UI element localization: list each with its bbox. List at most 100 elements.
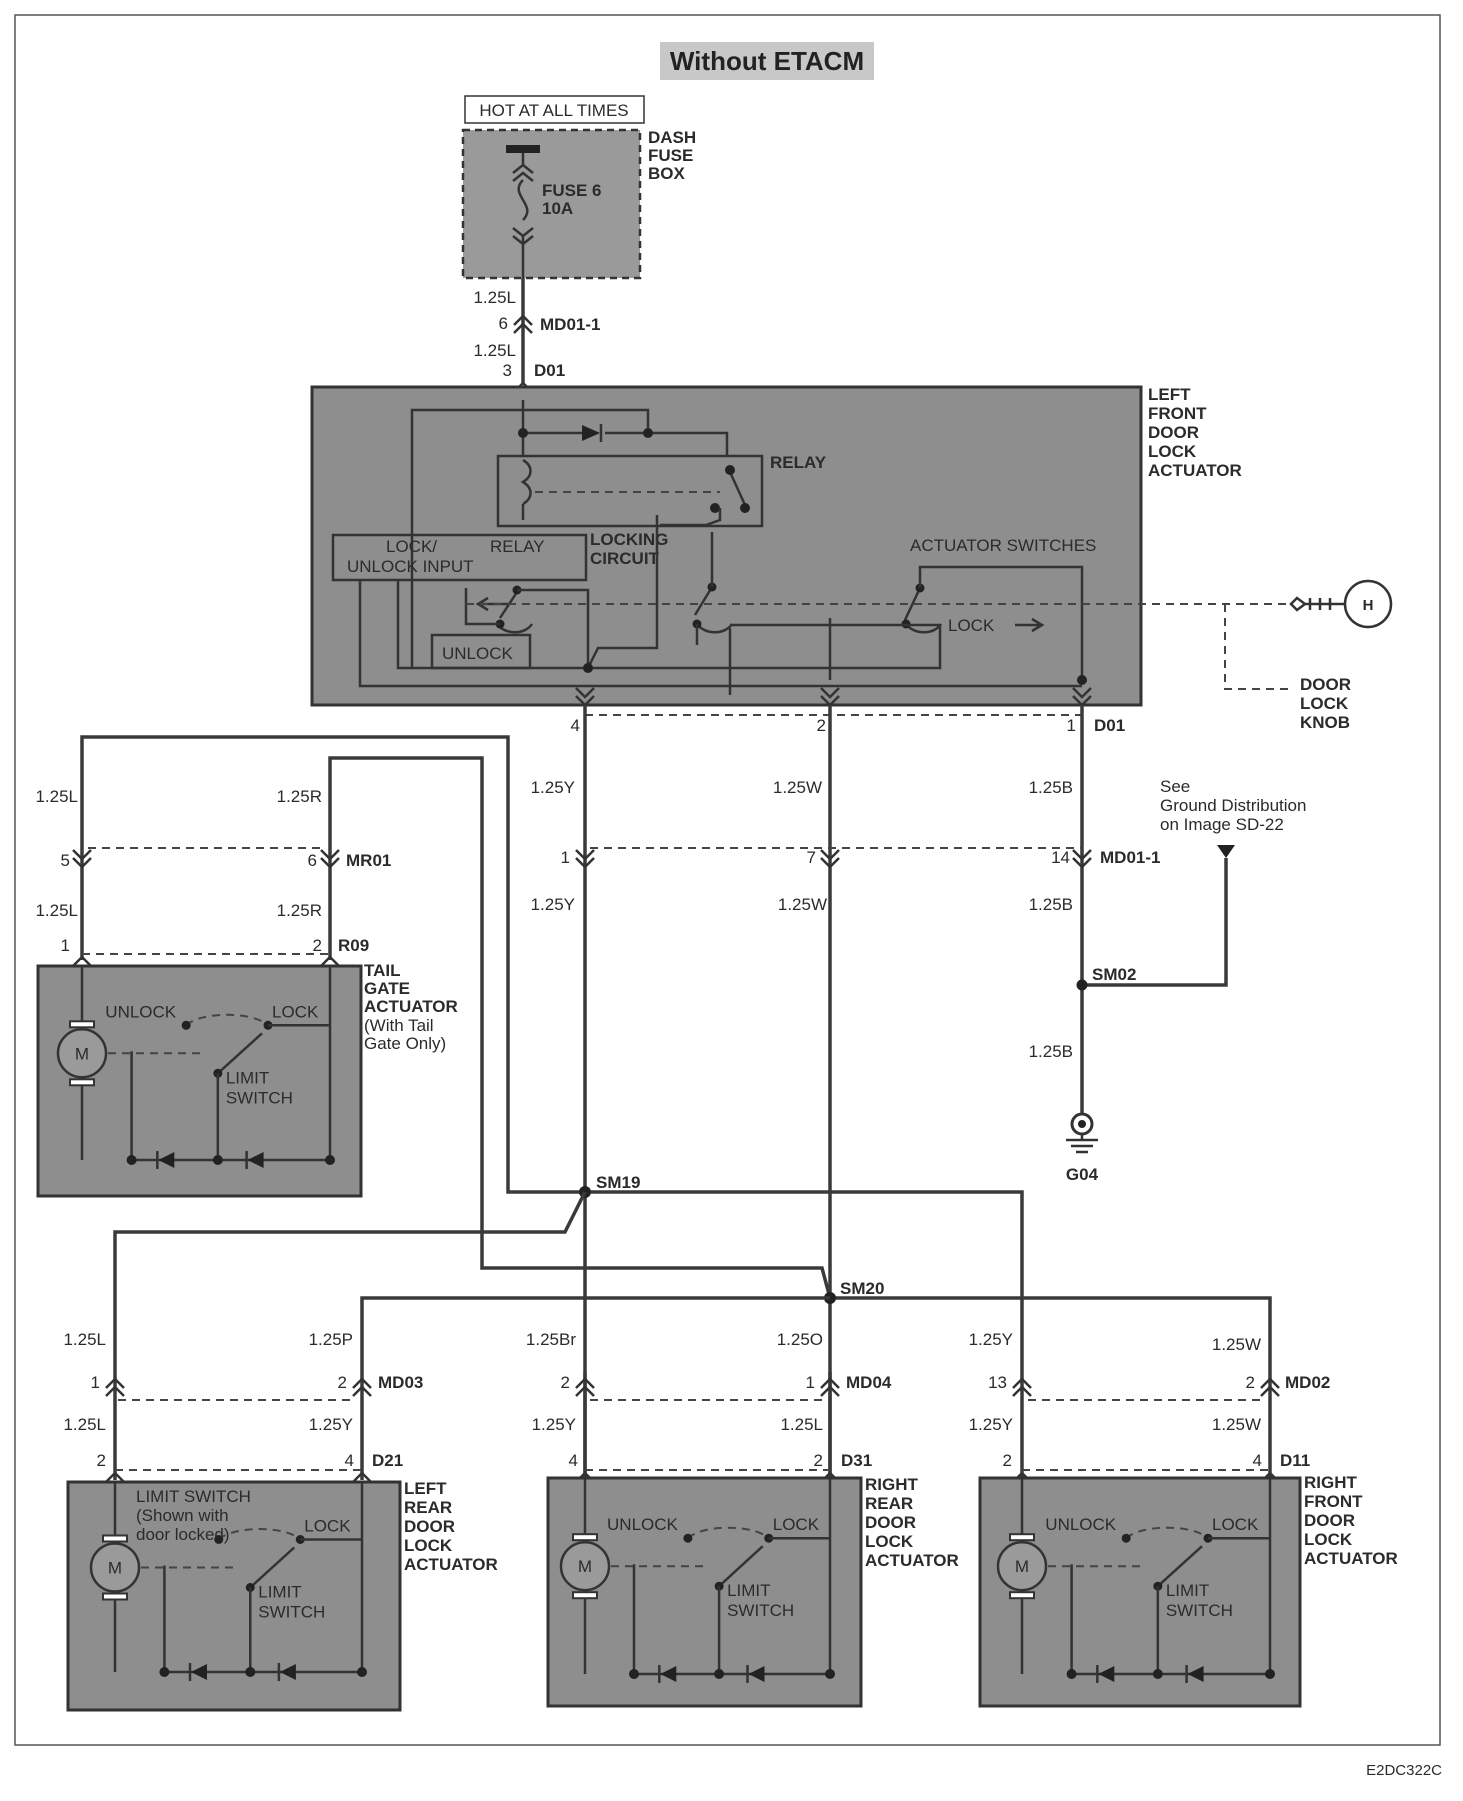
motor-brush-icon [572,1533,598,1542]
junction-dot [245,1667,256,1677]
wire-label: 1.25Y [531,778,575,797]
connector-label: MR01 [346,851,391,870]
pin-label: 4 [345,1451,354,1470]
wire-label: 1.25Br [526,1330,576,1349]
r09-connectors [72,955,340,967]
junction-dot [629,1669,639,1679]
relay-contact [728,471,747,506]
wire-label: 1.25W [1212,1335,1261,1354]
junction-dot [212,1155,223,1165]
wire-label: 1.25Y [532,1415,576,1434]
junction-dot [643,428,653,438]
pin-label: 1 [806,1373,815,1392]
splice-label: SM19 [596,1173,640,1192]
relay-coil-icon [520,458,532,520]
diode-icon [247,1152,264,1168]
diagram-title: Without ETACM [670,46,864,76]
unlock-label: UNLOCK [105,1002,177,1021]
wire-label: 1.25L [63,1330,106,1349]
wire-label: 1.25Y [309,1415,353,1434]
motor-brush-icon [102,1592,128,1601]
connector-label: D21 [372,1451,403,1470]
motor-brush-icon [1009,1591,1035,1600]
pin-label: 6 [308,851,317,870]
motor-icon [996,1540,1048,1592]
wire-label: 1.25B [1029,895,1073,914]
pin-label: 2 [814,1451,823,1470]
pin-label: 14 [1051,848,1070,867]
motor-brush-icon [69,1020,95,1029]
wire-label: 1.25W [778,895,827,914]
switch-arc [1125,1526,1209,1539]
pin-label: 2 [1246,1373,1255,1392]
fuse-symbol [512,153,534,290]
pin-label: 3 [503,361,512,380]
switch-arc [687,1526,770,1539]
switch-arc [185,1013,269,1027]
pin-label: 2 [561,1373,570,1392]
ground-label: G04 [1066,1165,1099,1184]
connector-label: MD04 [846,1373,892,1392]
wire-label: 1.25W [1212,1415,1261,1434]
ground-ref-triangle [1217,845,1235,858]
junction-dot [325,1155,335,1165]
title-bg [660,42,874,80]
pin-label: 2 [817,716,826,735]
connector-label: D11 [1280,1451,1310,1470]
wire-label: 1.25L [63,1415,106,1434]
wire-label: 1.25Y [969,1330,1013,1349]
motor-brush-icon [102,1534,128,1543]
right-rear-wires [583,1372,832,1480]
motor-brush-icon [572,1591,598,1600]
pin-label: 7 [807,848,816,867]
relay-box [496,454,764,528]
lock-unlock-input-box [331,533,588,582]
connector-label: R09 [338,936,369,955]
switch-arc [218,1528,301,1541]
junction-dot [683,1533,693,1543]
limit-switch-blade [217,1032,263,1075]
wire-label: 1.25L [35,787,78,806]
diode-icon [748,1666,765,1682]
sm19-branch [113,1191,587,1372]
motor-label: M [1015,1557,1029,1576]
unlock-label: UNLOCK [442,644,514,663]
pin-label: 5 [61,851,70,870]
junction-dot [159,1667,170,1677]
limit-switch-blade [1157,1545,1203,1588]
connector-label: MD02 [1285,1373,1330,1392]
diode-icon [279,1664,296,1680]
junction-dot [710,503,720,513]
junction-dot [1121,1533,1131,1543]
pin-label: 1 [1067,716,1076,735]
splice-label: SM20 [840,1279,884,1298]
junction-dot [1265,1669,1275,1679]
lock-unlock-input-label: LOCK/UNLOCK INPUT [347,537,474,576]
lock-label: LOCK [304,1517,351,1536]
junction-dot [583,663,593,673]
pin-label: 2 [313,936,322,955]
diode-icon [660,1666,677,1682]
limit-switch-blade [718,1545,764,1588]
junction-dot [1066,1669,1077,1679]
pin-label: 13 [988,1373,1007,1392]
junction-dot [214,1535,224,1544]
page-frame [14,14,1441,1746]
knob-link [1224,604,1290,690]
diode-icon [1187,1666,1204,1682]
junction-dot [126,1155,137,1165]
hot-at-all-times-label: HOT AT ALL TIMES [479,101,628,120]
wire-label: 1.25W [773,778,822,797]
key-icon: H [1289,579,1393,629]
lock-label: LOCK [773,1515,820,1534]
junction-dot [740,503,750,513]
connector-label: D31 [841,1451,872,1470]
unlock-label: UNLOCK [1045,1515,1117,1534]
